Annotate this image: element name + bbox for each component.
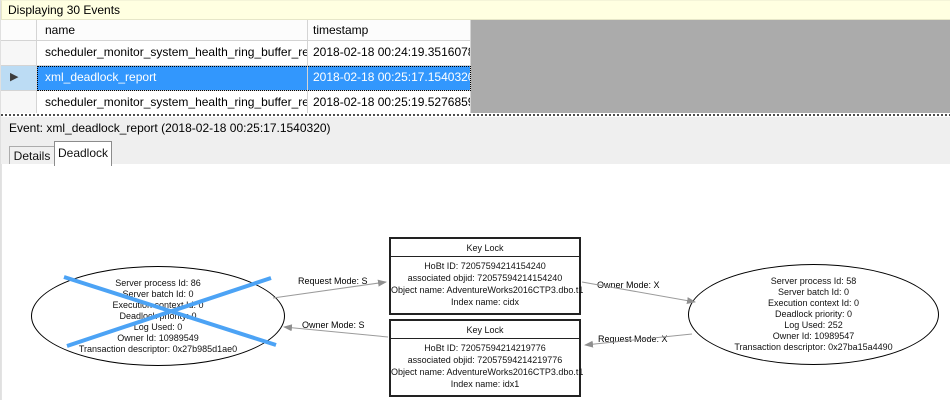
row-selector-cell[interactable] <box>1 41 37 66</box>
edge-label-owner-x: Owner Mode: X <box>597 280 660 290</box>
process-attr: Owner Id: 10989547 <box>772 331 855 341</box>
process-node-survivor[interactable]: Server process Id: 58 Server batch Id: 0… <box>688 264 939 365</box>
events-table-header: name timestamp <box>1 20 471 41</box>
event-timestamp-cell[interactable]: 2018-02-18 00:24:19.3516078 <box>308 41 471 66</box>
selected-event-label: Event: xml_deadlock_report (2018-02-18 0… <box>9 121 331 135</box>
event-name-cell[interactable]: xml_deadlock_report <box>37 66 308 91</box>
process-attr: Execution context Id: 0 <box>767 298 860 308</box>
current-row-marker-icon: ▶ <box>10 71 19 83</box>
detail-tabstrip: Details Deadlock <box>1 140 950 166</box>
process-attr: Server process Id: 58 <box>770 276 857 286</box>
lock-attr: associated objid: 72057594214154240 <box>407 273 563 283</box>
process-attr: Server batch Id: 0 <box>122 288 194 299</box>
event-timestamp-cell[interactable]: 2018-02-18 00:25:17.1540320 <box>308 66 471 91</box>
process-attr: Log Used: 252 <box>784 320 843 330</box>
lock-attr: Index name: cidx <box>450 297 520 307</box>
splitter-handle[interactable] <box>1 113 950 117</box>
event-name-cell[interactable]: scheduler_monitor_system_health_ring_buf… <box>37 91 308 116</box>
selected-event-bar: Event: xml_deadlock_report (2018-02-18 0… <box>1 117 950 140</box>
lock-title: Key Lock <box>391 321 579 339</box>
process-attr: Deadlock priority: 0 <box>119 310 197 321</box>
row-selector-header[interactable] <box>1 20 37 41</box>
edge-label-request-x: Request Mode: X <box>598 334 668 344</box>
events-count-bar: Displaying 30 Events <box>1 0 950 20</box>
tab-details[interactable]: Details <box>9 146 55 165</box>
process-attr: Transaction descriptor: 0x27b985d1ae0 <box>78 343 238 354</box>
process-attr: Server process Id: 86 <box>115 277 201 288</box>
process-attr: Transaction descriptor: 0x27ba15a4490 <box>734 342 893 352</box>
events-grid: name timestamp scheduler_monitor_system_… <box>1 20 950 116</box>
row-selector-cell[interactable] <box>1 91 37 116</box>
event-row-selected[interactable]: ▶ xml_deadlock_report 2018-02-18 00:25:1… <box>1 66 471 91</box>
edge-label-owner-s: Owner Mode: S <box>302 320 365 330</box>
events-table: name timestamp scheduler_monitor_system_… <box>1 20 471 116</box>
lock-attr: associated objid: 72057594214219776 <box>407 355 563 365</box>
lock-attr: Object name: AdventureWorks2016CTP3.dbo.… <box>391 285 584 295</box>
resource-node-keylock-top[interactable]: Key Lock HoBt ID: 72057594214154240 asso… <box>389 237 584 315</box>
process-attr: Owner Id: 10989549 <box>117 332 199 343</box>
column-header-name[interactable]: name <box>37 20 308 41</box>
lock-attr: Object name: AdventureWorks2016CTP3.dbo.… <box>391 367 584 377</box>
resource-node-keylock-bottom[interactable]: Key Lock HoBt ID: 72057594214219776 asso… <box>389 319 584 397</box>
lock-title: Key Lock <box>391 239 579 257</box>
lock-attr: HoBt ID: 72057594214219776 <box>424 343 546 353</box>
process-node-victim[interactable]: Server process Id: 86 Server batch Id: 0… <box>31 266 285 366</box>
edge-label-request-s: Request Mode: S <box>298 276 368 286</box>
tab-deadlock[interactable]: Deadlock <box>54 141 112 166</box>
row-selector-cell-current[interactable]: ▶ <box>1 66 37 91</box>
process-attr: Deadlock priority: 0 <box>774 309 853 319</box>
process-attr: Server batch Id: 0 <box>777 287 850 297</box>
lock-attr: HoBt ID: 72057594214154240 <box>424 261 546 271</box>
lock-attr: Index name: idx1 <box>450 379 520 389</box>
event-row[interactable]: scheduler_monitor_system_health_ring_buf… <box>1 41 471 66</box>
process-attr: Log Used: 0 <box>133 321 183 332</box>
events-count-label: Displaying 30 Events <box>8 3 121 17</box>
event-name-cell[interactable]: scheduler_monitor_system_health_ring_buf… <box>37 41 308 66</box>
process-attr: Execution context Id: 0 <box>112 299 204 310</box>
column-header-timestamp[interactable]: timestamp <box>308 20 471 41</box>
